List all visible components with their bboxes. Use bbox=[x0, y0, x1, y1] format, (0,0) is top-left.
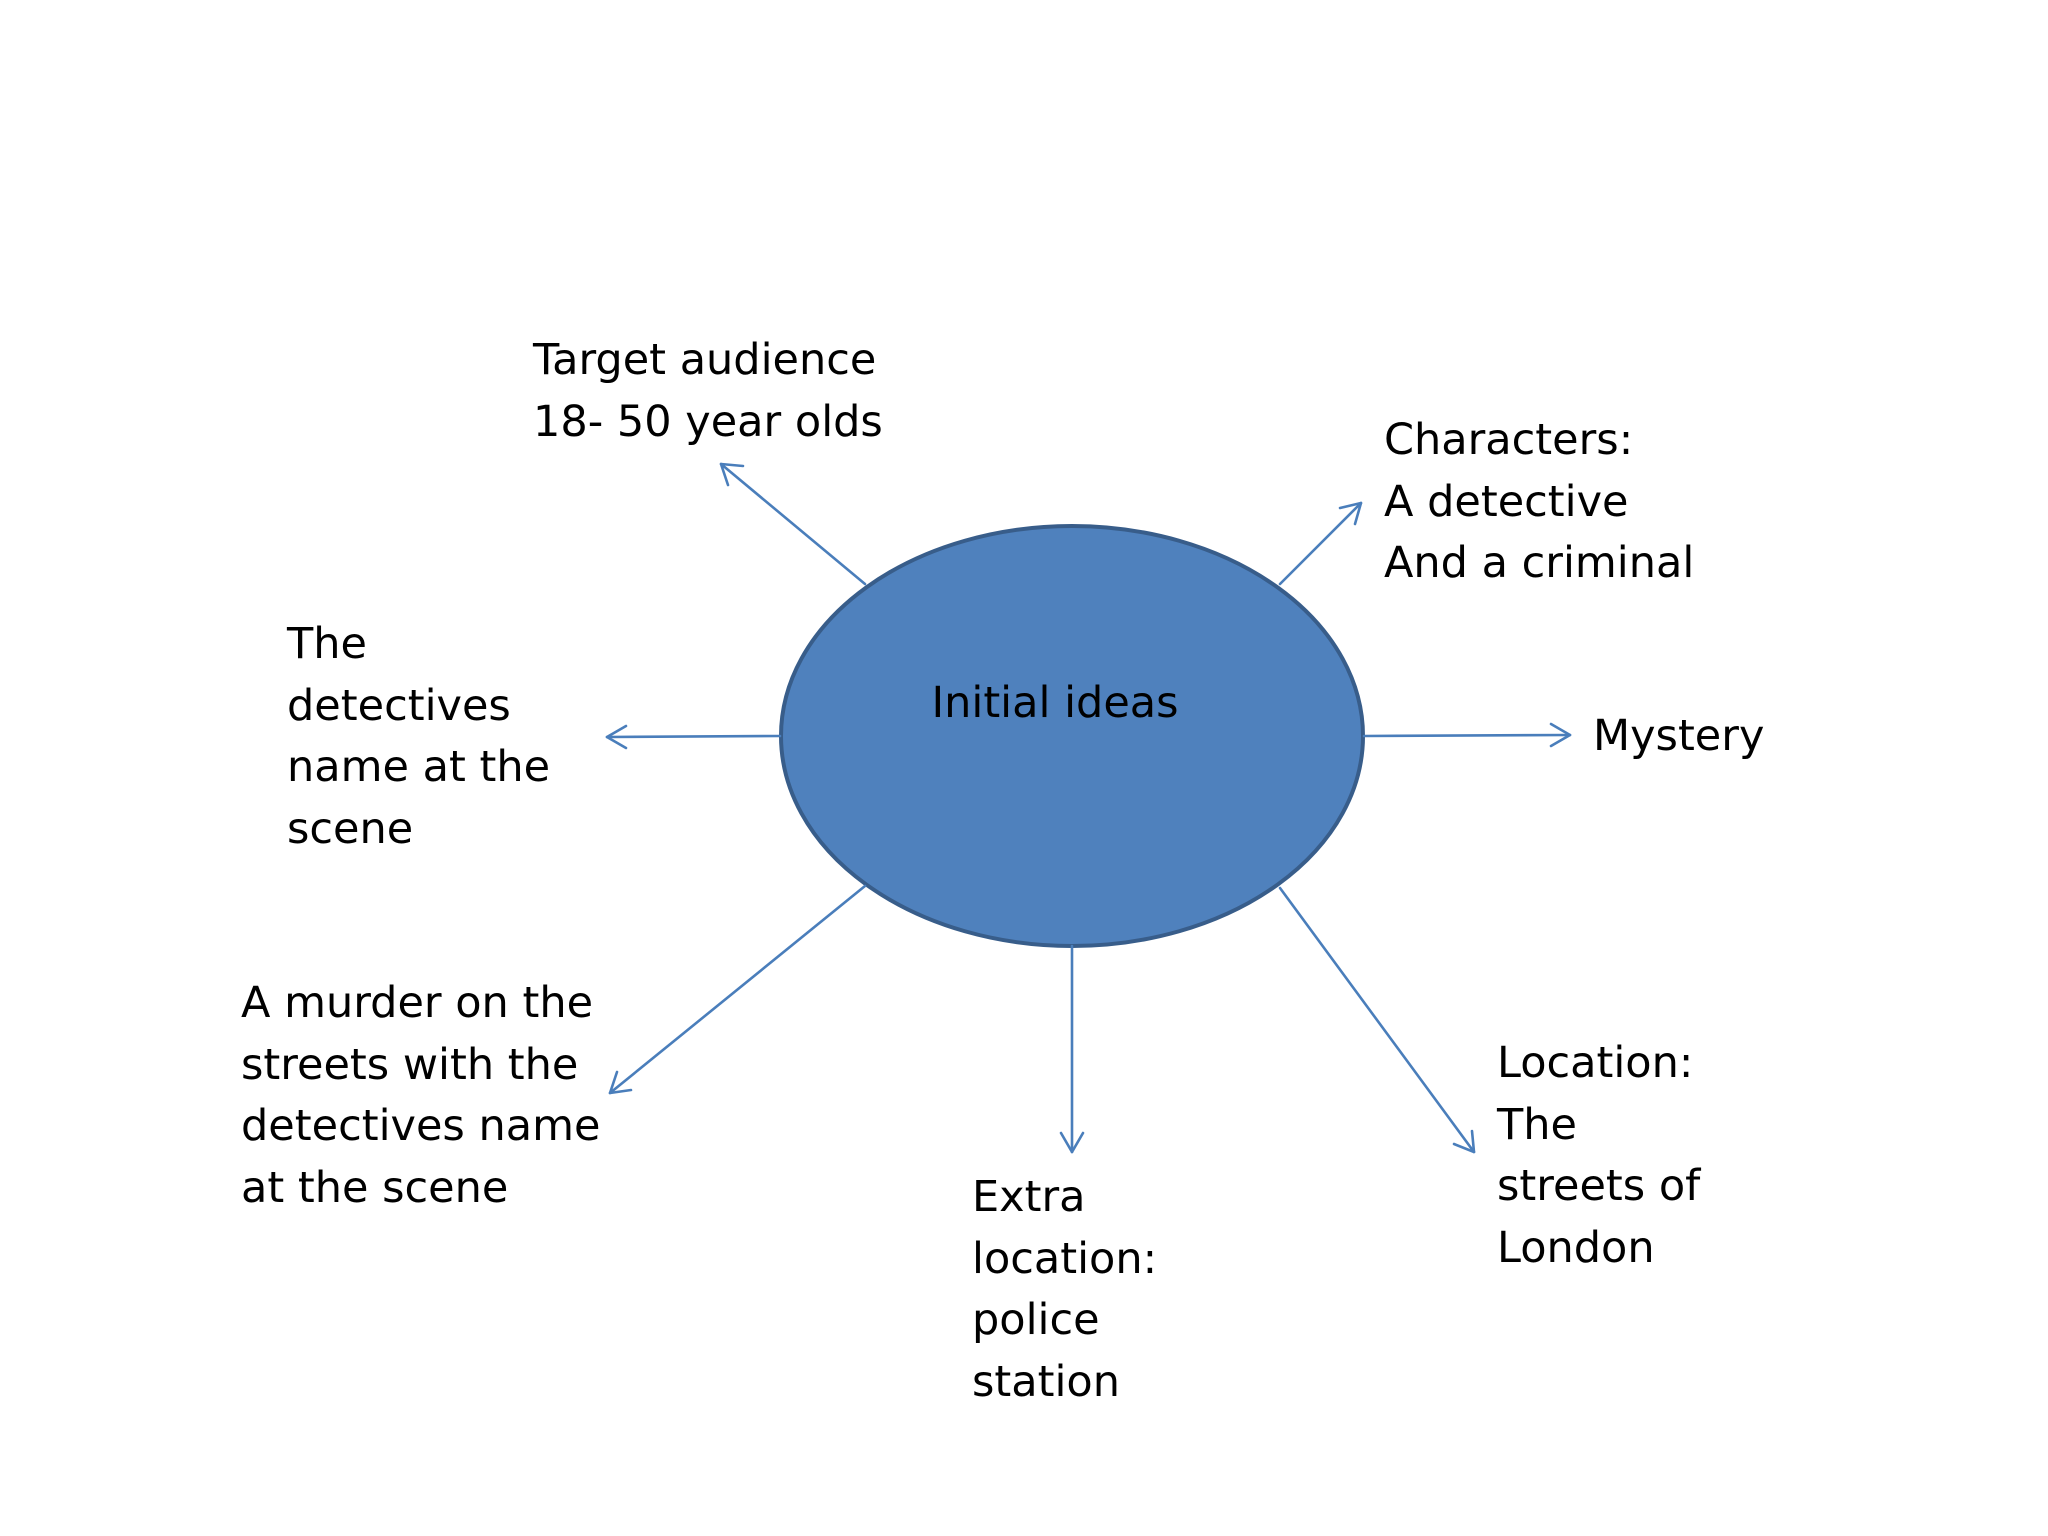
murder-line-3: detectives name bbox=[241, 1101, 601, 1151]
extra-location-line-3: police bbox=[972, 1295, 1100, 1345]
detectives-name-line-3: name at the bbox=[287, 742, 551, 792]
label-murder: A murder on the streets with the detecti… bbox=[241, 973, 600, 1219]
arrow-location bbox=[1278, 886, 1476, 1154]
location-line-2: The bbox=[1497, 1099, 1577, 1150]
arrow-mystery bbox=[1362, 722, 1572, 748]
arrow-characters bbox=[1278, 501, 1363, 586]
label-mystery: Mystery bbox=[1593, 706, 1764, 768]
murder-line-4: at the scene bbox=[241, 1162, 509, 1213]
detectives-name-line-4: scene bbox=[287, 803, 414, 854]
mystery-line-1: Mystery bbox=[1593, 711, 1765, 761]
label-location: Location: The streets of London bbox=[1497, 1033, 1700, 1279]
arrow-extra-location bbox=[1059, 944, 1085, 1154]
location-line-1: Location: bbox=[1497, 1038, 1694, 1088]
characters-line-2: A detective bbox=[1384, 476, 1629, 527]
label-characters: Characters: A detective And a criminal bbox=[1384, 410, 1694, 595]
label-target-audience: Target audience 18- 50 year olds bbox=[533, 330, 883, 453]
location-line-3: streets of bbox=[1497, 1161, 1701, 1211]
extra-location-line-1: Extra bbox=[972, 1172, 1086, 1222]
arrow-detectives-name bbox=[605, 724, 782, 750]
detectives-name-line-1: The bbox=[287, 619, 367, 669]
arrow-target-audience bbox=[719, 462, 867, 586]
detectives-name-line-2: detectives bbox=[287, 680, 511, 731]
arrow-murder bbox=[608, 884, 867, 1095]
location-line-4: London bbox=[1497, 1222, 1655, 1273]
extra-location-line-2: location: bbox=[972, 1233, 1158, 1284]
center-label: Initial ideas bbox=[931, 678, 1179, 728]
target-audience-line-2: 18- 50 year olds bbox=[533, 396, 883, 447]
murder-line-1: A murder on the bbox=[241, 978, 594, 1028]
murder-line-2: streets with the bbox=[241, 1039, 579, 1090]
center-ellipse bbox=[779, 524, 1365, 948]
characters-line-3: And a criminal bbox=[1384, 538, 1695, 588]
target-audience-line-1: Target audience bbox=[533, 335, 877, 385]
characters-line-1: Characters: bbox=[1384, 415, 1634, 465]
extra-location-line-4: station bbox=[972, 1356, 1120, 1407]
label-detectives-name: The detectives name at the scene bbox=[287, 614, 550, 860]
label-extra-location: Extra location: police station bbox=[972, 1167, 1157, 1413]
